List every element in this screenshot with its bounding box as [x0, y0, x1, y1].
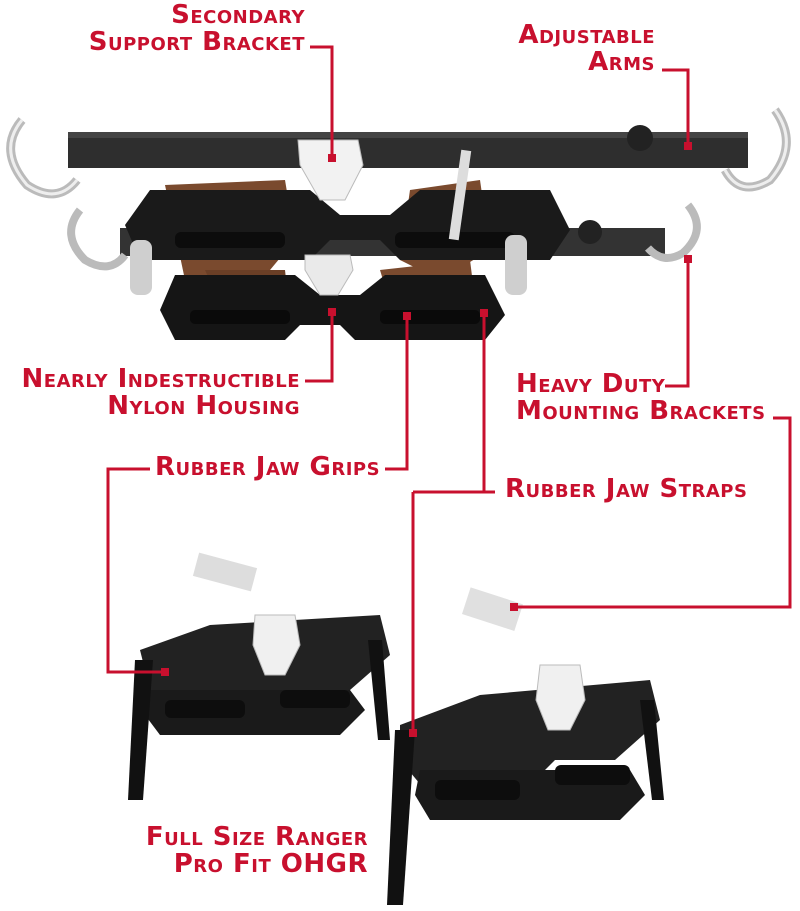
callout-line: Secondary: [171, 0, 305, 30]
jaw-module-left-image: [128, 552, 390, 800]
callout-line: Heavy Duty: [516, 369, 666, 399]
product-name: Full Size Ranger Pro Fit OHGR: [120, 822, 368, 880]
product-name-line: Full Size Ranger: [145, 822, 368, 852]
callout-line: Nearly Indestructible: [21, 364, 300, 394]
callout-line: Arms: [588, 47, 655, 78]
jaw-module-right-image: [387, 587, 664, 905]
callout-line: Mounting Brackets: [516, 396, 766, 427]
callout-rubber-jaw-straps: Rubber Jaw Straps: [505, 474, 765, 504]
callout-secondary-support-bracket: Secondary Support Bracket: [60, 0, 305, 58]
callout-line: Support Bracket: [88, 27, 305, 58]
callout-line: Rubber Jaw Grips: [155, 452, 381, 482]
product-name-line: Pro Fit OHGR: [173, 849, 368, 880]
overhead-rack-image: [6, 107, 791, 340]
callout-adjustable-arms: Adjustable Arms: [470, 20, 655, 78]
callout-nylon-housing: Nearly Indestructible Nylon Housing: [0, 364, 300, 422]
callout-line: Nylon Housing: [107, 391, 300, 422]
callout-line: Adjustable: [518, 20, 655, 50]
callout-rubber-jaw-grips: Rubber Jaw Grips: [155, 452, 385, 482]
callout-mounting-brackets: Heavy Duty Mounting Brackets: [516, 369, 786, 427]
callout-line: Rubber Jaw Straps: [505, 474, 748, 504]
